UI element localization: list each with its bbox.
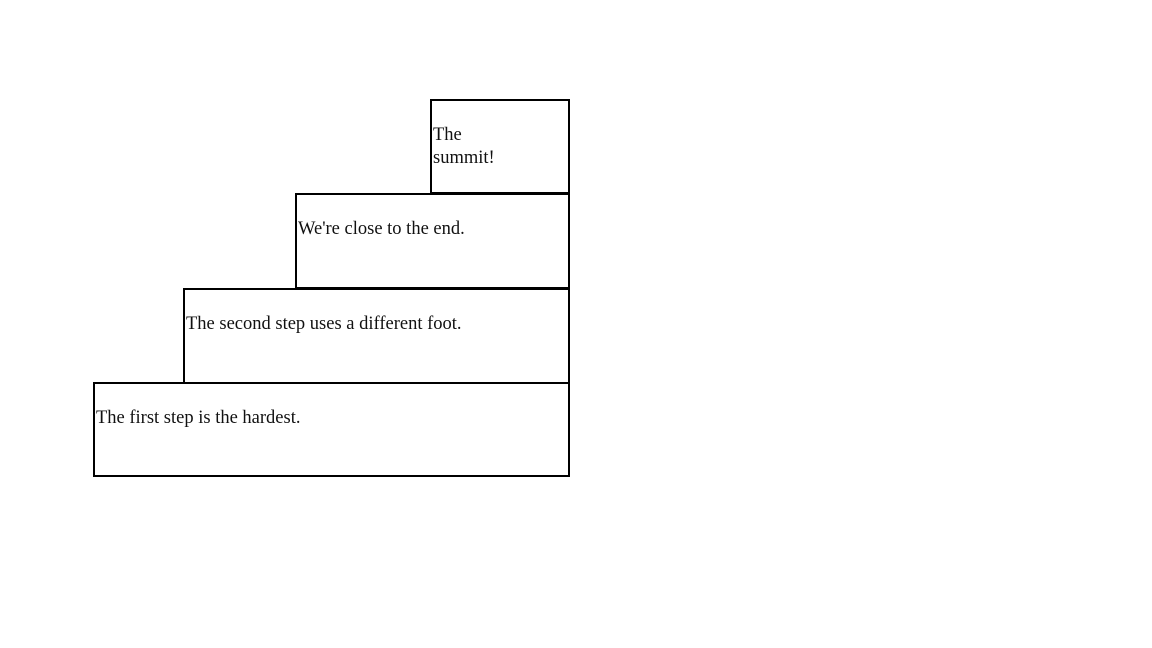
summit-text: The summit! [433,125,495,168]
step-2-box: The second step uses a different foot. [183,288,570,384]
step-1-box: The first step is the hardest. [93,382,570,477]
summit-box: The summit! [430,99,570,194]
step-2-text: The second step uses a different foot. [186,314,462,334]
step-1-text: The first step is the hardest. [96,408,301,428]
step-3-box: We're close to the end. [295,193,570,289]
step-3-text: We're close to the end. [298,219,465,239]
